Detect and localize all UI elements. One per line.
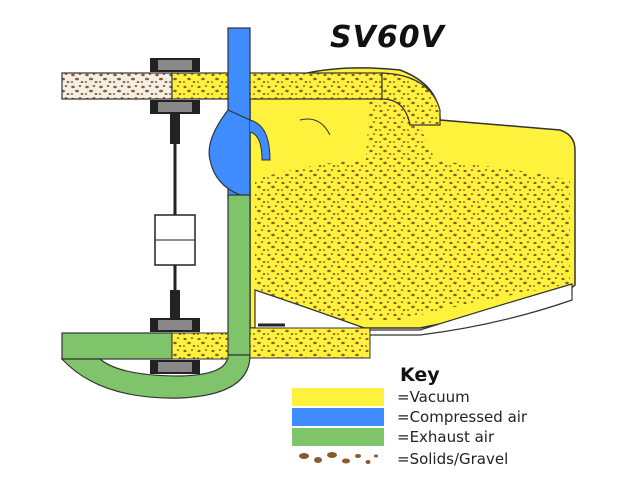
vacuum-label: =Vacuum xyxy=(397,388,470,406)
outlet-pipe-left xyxy=(61,332,173,360)
tank-cone xyxy=(254,283,573,336)
exhaust-air-label: =Exhaust air xyxy=(397,428,495,446)
exhaust-air-swatch xyxy=(292,428,384,446)
inlet-elbow xyxy=(381,72,441,126)
key-item-vacuum: =Vacuum xyxy=(292,388,632,408)
inlet-pipe-left xyxy=(61,72,173,100)
diagram-title: SV60V xyxy=(330,20,445,55)
outlet-loop xyxy=(60,354,251,399)
exhaust-air-pipe xyxy=(227,194,251,356)
key-item-solids-gravel: =Solids/Gravel xyxy=(292,450,632,470)
key-title: Key xyxy=(400,364,440,386)
inlet-pipe-right xyxy=(171,72,383,100)
outlet-pipe-right xyxy=(171,332,229,360)
compressed-air-swatch xyxy=(292,408,384,426)
key-item-compressed-air: =Compressed air xyxy=(292,408,632,428)
solids-gravel-swatch xyxy=(299,452,378,464)
key-item-exhaust-air: =Exhaust air xyxy=(292,428,632,448)
solids-gravel-label: =Solids/Gravel xyxy=(397,450,509,468)
outlet-pipe-tank xyxy=(249,327,371,359)
gravel-stream xyxy=(365,95,440,175)
vacuum-swatch xyxy=(292,388,384,406)
compressed-air-label: =Compressed air xyxy=(397,408,528,426)
compressed-air-chamber xyxy=(208,109,251,196)
gravel-fill xyxy=(255,159,570,320)
